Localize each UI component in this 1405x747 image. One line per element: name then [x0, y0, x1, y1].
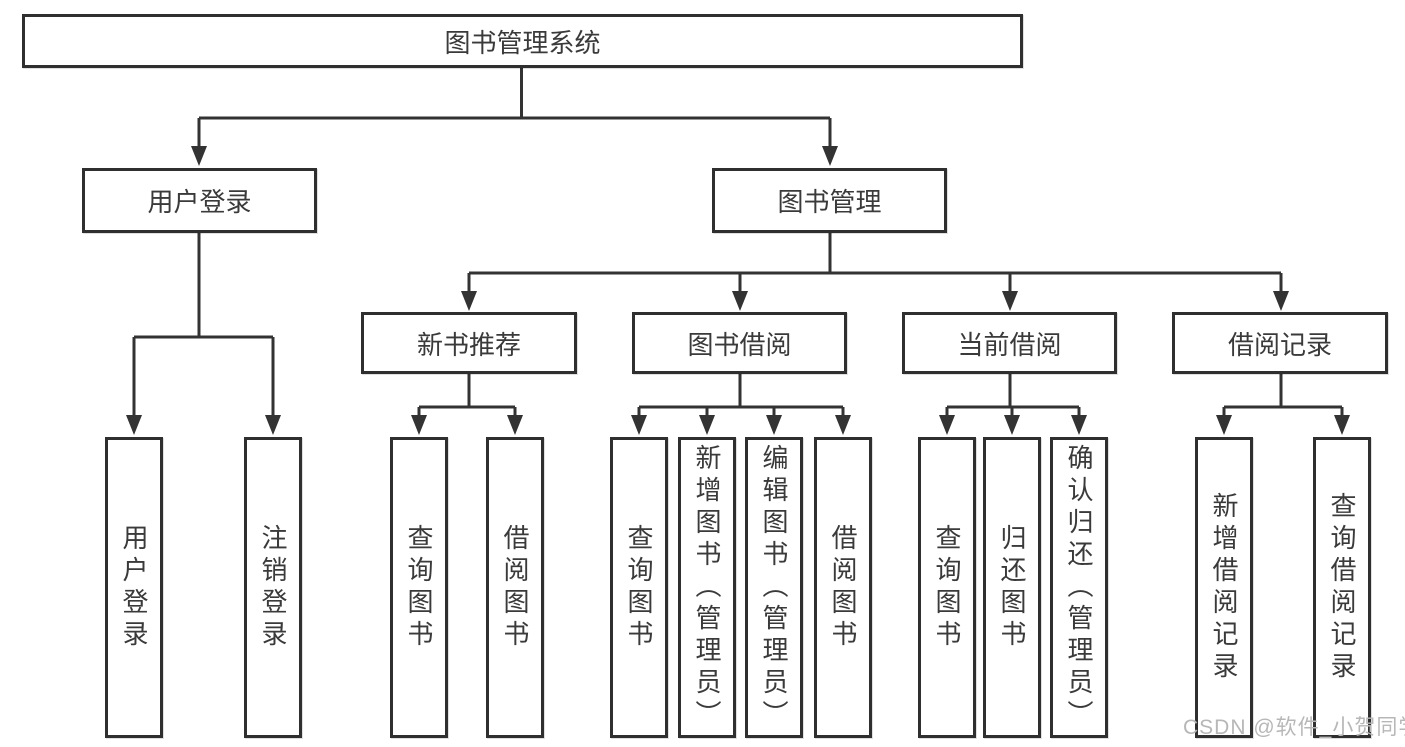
node-label: 图书管理系统	[444, 27, 601, 58]
arrow-down-icon	[822, 146, 838, 166]
arrow-down-icon	[265, 415, 281, 435]
arrow-down-icon	[1002, 291, 1018, 311]
arrow-down-icon	[507, 415, 523, 435]
node-new-book-recommend: 新书推荐	[361, 312, 577, 374]
leaf-edit-book-admin: 编辑图书（管理员）	[745, 437, 803, 738]
arrow-down-icon	[411, 415, 427, 435]
leaf-add-book-admin: 新增图书（管理员）	[678, 437, 736, 738]
leaf-query-books-newbook: 查询图书	[390, 437, 448, 738]
csdn-watermark: CSDN @软件_小贺同学	[1183, 716, 1405, 739]
arrow-down-icon	[1004, 415, 1020, 435]
node-borrowing-records: 借阅记录	[1172, 312, 1388, 374]
leaf-query-books-current: 查询图书	[918, 437, 976, 738]
leaf-return-books: 归还图书	[983, 437, 1041, 738]
arrowheads	[126, 146, 1350, 435]
arrow-down-icon	[1216, 415, 1232, 435]
node-label: 确认归还（管理员）	[1064, 443, 1094, 732]
node-library-system: 图书管理系统	[22, 14, 1023, 68]
arrow-down-icon	[766, 415, 782, 435]
arrow-down-icon	[939, 415, 955, 435]
arrow-down-icon	[126, 415, 142, 435]
node-label: 新增借阅记录	[1209, 491, 1239, 684]
arrow-down-icon	[1273, 291, 1289, 311]
leaf-query-borrow-record: 查询借阅记录	[1313, 437, 1371, 738]
node-label: 借阅记录	[1227, 329, 1332, 360]
arrow-down-icon	[631, 415, 647, 435]
node-label: 借阅图书	[828, 523, 858, 652]
arrow-down-icon	[732, 291, 748, 311]
node-book-management: 图书管理	[712, 168, 947, 233]
node-label: 查询图书	[624, 523, 654, 652]
arrow-down-icon	[1334, 415, 1350, 435]
node-label: 用户登录	[119, 523, 149, 652]
node-current-borrowing: 当前借阅	[902, 312, 1117, 374]
leaf-add-borrow-record: 新增借阅记录	[1195, 437, 1253, 738]
arrow-down-icon	[699, 415, 715, 435]
leaf-query-books-borrow: 查询图书	[610, 437, 668, 738]
node-label: 当前借阅	[957, 329, 1062, 360]
leaf-confirm-return-admin: 确认归还（管理员）	[1050, 437, 1108, 738]
arrow-down-icon	[1071, 415, 1087, 435]
node-label: 注销登录	[258, 523, 288, 652]
node-label: 查询图书	[932, 523, 962, 652]
node-label: 借阅图书	[500, 523, 530, 652]
leaf-user-login: 用户登录	[105, 437, 163, 738]
leaf-borrow-books-newbook: 借阅图书	[486, 437, 544, 738]
node-label: 编辑图书（管理员）	[759, 443, 789, 732]
node-label: 归还图书	[997, 523, 1027, 652]
arrow-down-icon	[461, 291, 477, 311]
node-label: 新书推荐	[416, 329, 521, 360]
node-label: 用户登录	[147, 187, 252, 217]
node-label: 查询图书	[404, 523, 434, 652]
node-label: 图书借阅	[687, 329, 792, 360]
arrow-down-icon	[835, 415, 851, 435]
node-label: 查询借阅记录	[1327, 491, 1357, 684]
leaf-logout: 注销登录	[244, 437, 302, 738]
node-book-borrowing: 图书借阅	[632, 312, 847, 374]
node-label: 新增图书（管理员）	[692, 443, 722, 732]
leaf-borrow-books-borrow: 借阅图书	[814, 437, 872, 738]
arrow-down-icon	[191, 146, 207, 166]
node-user-login: 用户登录	[82, 168, 317, 233]
node-label: 图书管理	[777, 187, 882, 217]
